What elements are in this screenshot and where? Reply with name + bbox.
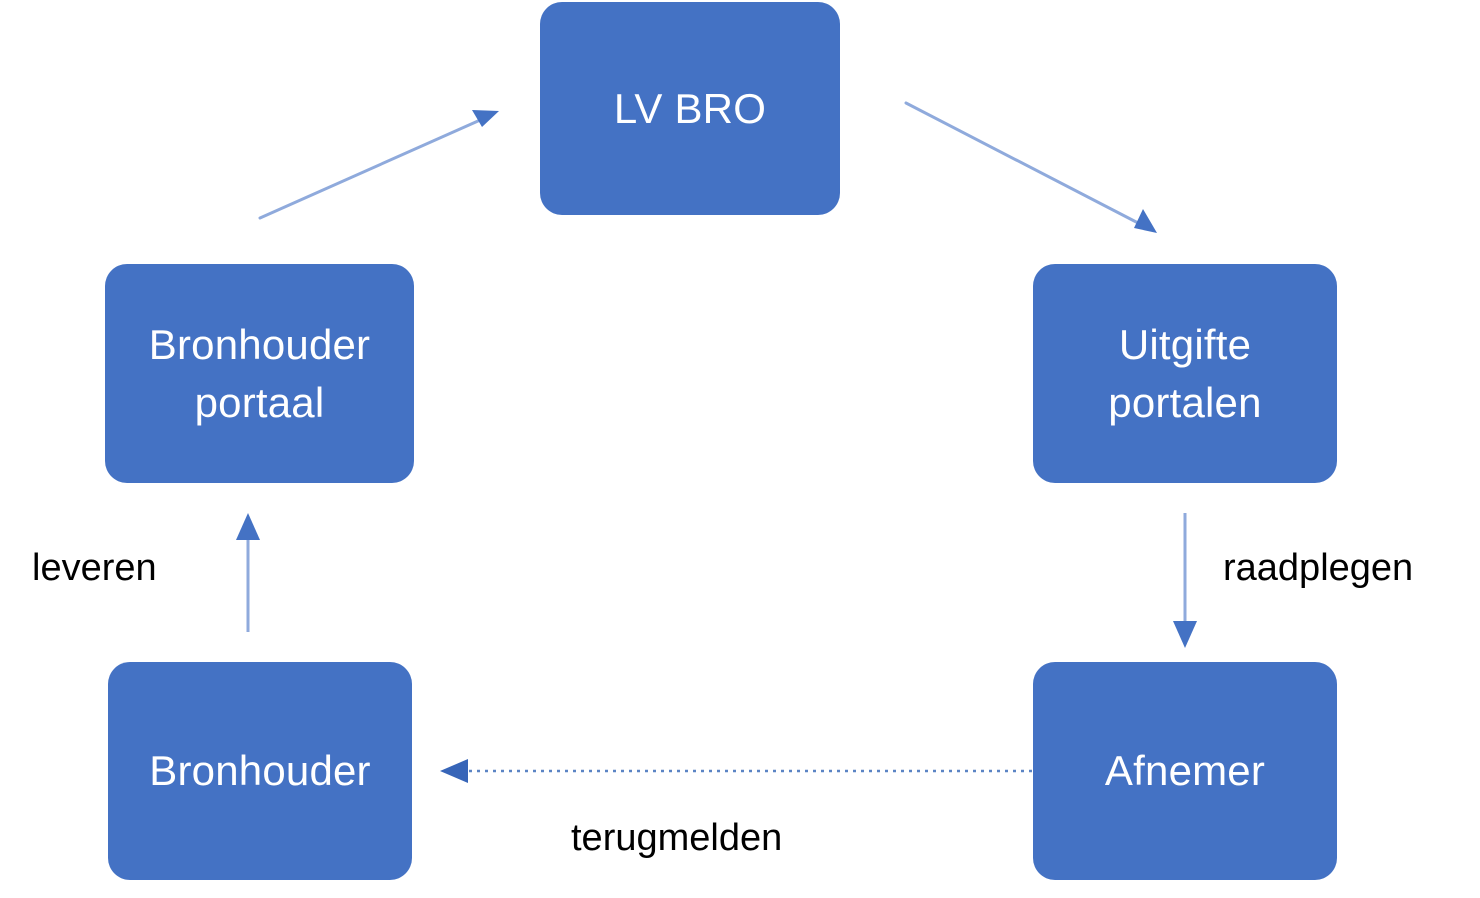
arrowhead-icon	[440, 759, 468, 783]
edge-line	[258, 115, 489, 220]
edge-lv-bro-to-uitgifte-portalen	[904, 101, 1157, 233]
arrowhead-icon	[472, 110, 499, 127]
node-afnemer[interactable]: Afnemer	[1033, 662, 1337, 880]
edge-afnemer-to-bronhouder	[440, 759, 1032, 783]
edge-uitgifte-portalen-to-afnemer	[1173, 513, 1197, 648]
edge-label-leveren: leveren	[32, 547, 157, 589]
node-bronhouder-portaal[interactable]: Bronhouder portaal	[105, 264, 414, 483]
edge-bronhouder-to-bronhouder-portaal	[236, 513, 260, 632]
edge-bronhouder-portaal-to-lv-bro	[258, 110, 499, 220]
node-lv-bro[interactable]: LV BRO	[540, 2, 840, 215]
edge-line	[904, 101, 1144, 227]
edge-label-raadplegen: raadplegen	[1223, 547, 1414, 589]
edge-label-terugmelden: terugmelden	[571, 817, 783, 859]
arrowhead-icon	[1173, 621, 1197, 648]
arrowhead-icon	[1134, 209, 1157, 233]
node-bronhouder[interactable]: Bronhouder	[108, 662, 412, 880]
arrowhead-icon	[236, 513, 260, 540]
node-uitgifte-portalen[interactable]: Uitgifte portalen	[1033, 264, 1337, 483]
